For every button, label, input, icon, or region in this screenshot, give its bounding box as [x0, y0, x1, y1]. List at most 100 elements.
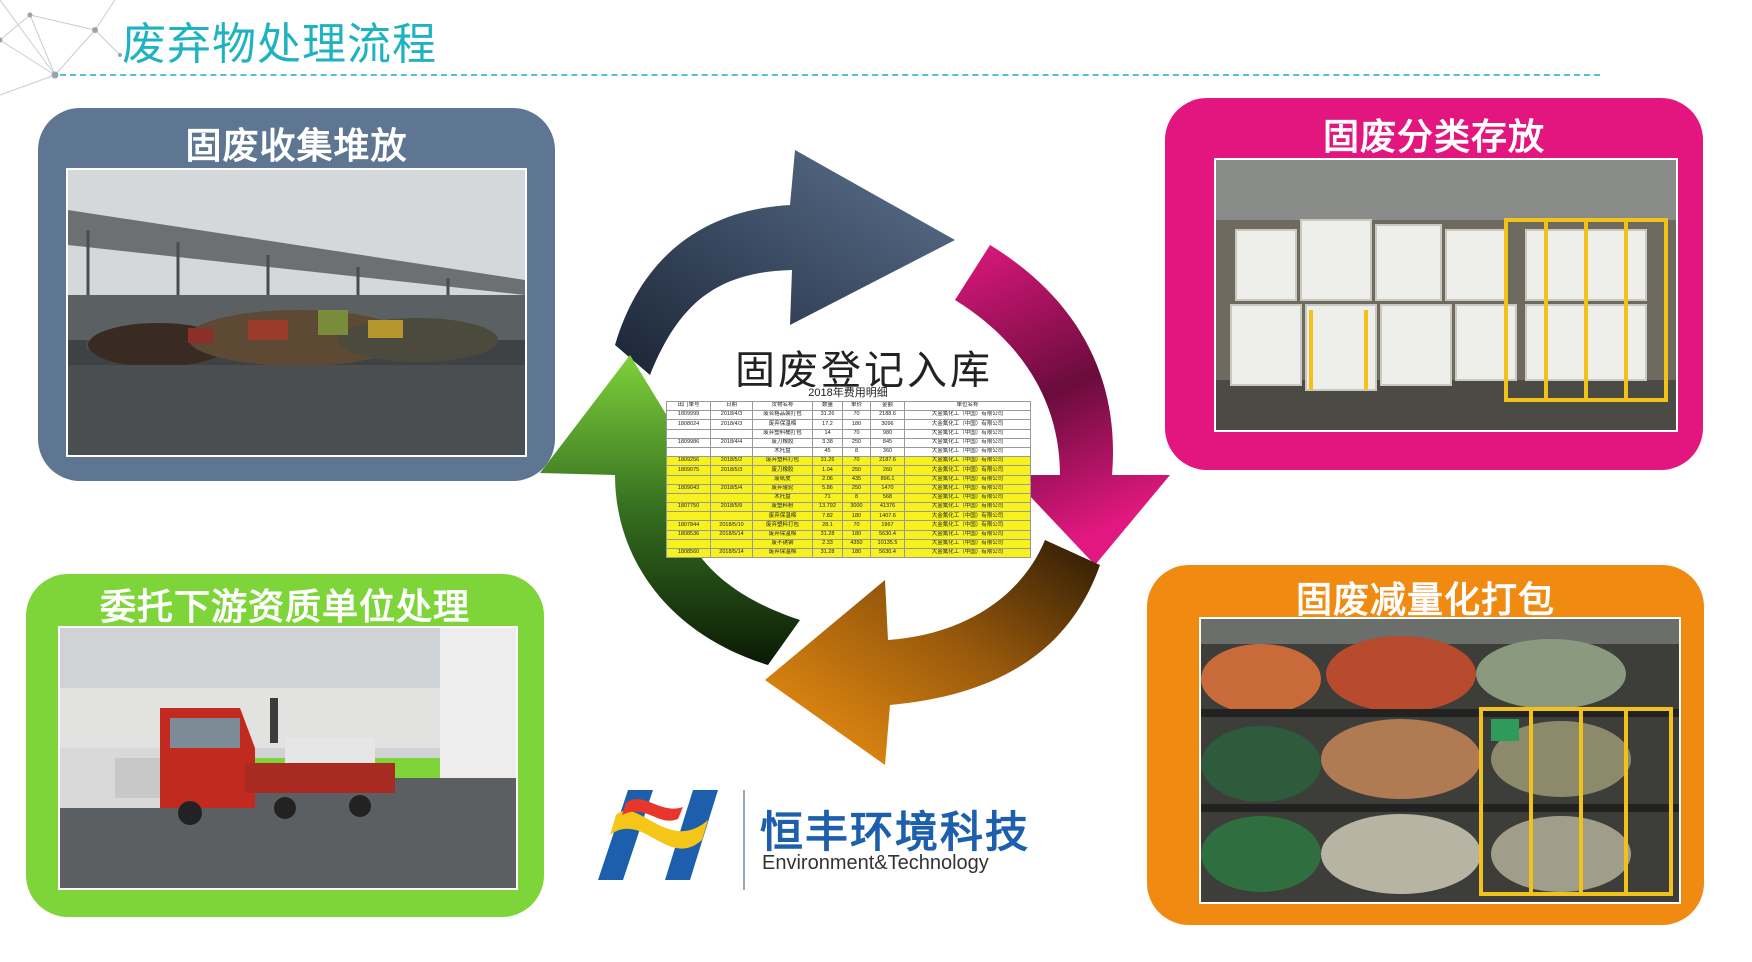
- ledger-header-row: 出门单号 日期 货物名称 数量 单价 金额 单位名称: [666, 400, 1031, 412]
- ledger-cell: 5.86: [812, 483, 843, 494]
- ledger-cell: 2018/5/9: [710, 502, 753, 513]
- ledger-cell: 3.38: [812, 437, 843, 448]
- ledger-cell: 大金氟化工（中国）有限公司: [904, 502, 1031, 513]
- ledger-cell: 废塑料粉: [752, 502, 813, 513]
- brand-name: 恒丰环境科技: [760, 808, 1030, 858]
- ledger-cell: 废弃保温棉: [752, 529, 813, 540]
- ledger-cell: 7.82: [812, 511, 843, 522]
- ledger-cell: 250: [842, 437, 871, 448]
- ledger-cell: 大金氟化工（中国）有限公司: [904, 419, 1031, 430]
- ledger-cell: 大金氟化工（中国）有限公司: [904, 437, 1031, 448]
- ledger-cell: 木托盘: [752, 446, 813, 458]
- ledger-cell: 360: [870, 446, 905, 458]
- ledger-cell: 1967: [870, 520, 905, 531]
- ledger-cell: 废合格品装打包: [752, 410, 813, 421]
- ledger-cell: [710, 428, 753, 439]
- ledger-cell: 180: [842, 547, 871, 559]
- ledger-cell: [666, 446, 711, 458]
- ledger-cell: 废不锈钢: [752, 538, 813, 550]
- ledger-cell: 废纸皮: [752, 474, 813, 485]
- ledger-cell: 大金氟化工（中国）有限公司: [904, 538, 1031, 550]
- ledger-cell: 5630.4: [870, 529, 905, 540]
- ledger-header-cell: 单位名称: [904, 400, 1031, 412]
- ledger-caption: 2018年费用明细: [808, 387, 888, 399]
- ledger-cell: 2188.6: [870, 410, 905, 421]
- ledger-cell: 2187.6: [870, 456, 905, 467]
- ledger-cell: 568: [870, 492, 905, 504]
- network-decoration: [0, 0, 122, 96]
- ledger-cell: 70: [842, 456, 871, 467]
- ledger-cell: 14: [812, 428, 843, 439]
- ledger-cell: 980: [870, 428, 905, 439]
- ledger-cell: 41376: [870, 502, 905, 513]
- ledger-cell: 1809986: [666, 437, 711, 448]
- ledger-cell: 1809075: [666, 465, 711, 476]
- ledger-cell: [666, 474, 711, 485]
- ledger-cell: 废刀橡胶: [752, 465, 813, 476]
- ledger-cell: 435: [842, 474, 871, 485]
- ledger-cell: 1470: [870, 483, 905, 494]
- ledger-cell: 180: [842, 529, 871, 540]
- panel-waste-compaction: 固废减量化打包: [1147, 565, 1704, 925]
- ledger-cell: 大金氟化工（中国）有限公司: [904, 446, 1031, 458]
- title-divider: [60, 74, 1600, 76]
- ledger-cell: 896.1: [870, 474, 905, 485]
- photo-truck-loading: [58, 626, 518, 890]
- ledger-cell: 大金氟化工（中国）有限公司: [904, 483, 1031, 494]
- ledger-cell: [666, 511, 711, 522]
- ledger-cell: 2018/5/10: [710, 520, 753, 531]
- ledger-cell: 2.06: [812, 474, 843, 485]
- ledger-cell: 1.04: [812, 465, 843, 476]
- ledger-header-cell: 单价: [842, 400, 871, 412]
- ledger-cell: 5630.4: [870, 547, 905, 559]
- ledger-cell: 废弃辊轮: [752, 483, 813, 494]
- ledger-cell: 10135.5: [870, 538, 905, 550]
- panel-title-waste-collection: 固废收集堆放: [185, 126, 408, 167]
- ledger-cell: 70: [842, 520, 871, 531]
- ledger-cell: [710, 474, 753, 485]
- ledger-cell: 2018/4/4: [710, 437, 753, 448]
- page-title: 废弃物处理流程: [122, 19, 437, 70]
- ledger-cell: 3000: [842, 502, 871, 513]
- ledger-cell: 13.792: [812, 502, 843, 513]
- ledger-cell: 8: [842, 492, 871, 504]
- ledger-cell: 250: [842, 465, 871, 476]
- ledger-cell: 3096: [870, 419, 905, 430]
- ledger-header-cell: 日期: [710, 400, 753, 412]
- brand-logo-icon: [598, 790, 718, 880]
- ledger-cell: 2018/4/3: [710, 419, 753, 430]
- ledger-header-cell: 金额: [870, 400, 905, 412]
- photo-scrap-yard: [66, 168, 527, 457]
- ledger-cell: 大金氟化工（中国）有限公司: [904, 428, 1031, 439]
- ledger-cell: [710, 492, 753, 504]
- ledger-cell: 2018/5/14: [710, 529, 753, 540]
- ledger-header-cell: 数量: [812, 400, 843, 412]
- ledger-cell: 2018/5/14: [710, 547, 753, 559]
- ledger-cell: 31.28: [812, 547, 843, 559]
- ledger-cell: 2018/4/3: [710, 410, 753, 421]
- ledger-cell: 大金氟化工（中国）有限公司: [904, 511, 1031, 522]
- ledger-cell: 1808560: [666, 547, 711, 559]
- ledger-cell: 废弃保温棉: [752, 547, 813, 559]
- cycle-center-label: 固废登记入库: [735, 348, 993, 394]
- panel-waste-collection: 固废收集堆放: [38, 108, 555, 481]
- ledger-cell: [710, 446, 753, 458]
- ledger-cell: 1807844: [666, 520, 711, 531]
- ledger-header-cell: 出门单号: [666, 400, 711, 412]
- ledger-cell: 1809256: [666, 456, 711, 467]
- ledger-cell: 1407.6: [870, 511, 905, 522]
- ledger-cell: 8: [842, 446, 871, 458]
- ledger-cell: 大金氟化工（中国）有限公司: [904, 529, 1031, 540]
- ledger-cell: 废弃保温棉: [752, 511, 813, 522]
- ledger-cell: 71: [812, 492, 843, 504]
- ledger-table-image: 2018年费用明细 出门单号 日期 货物名称 数量 单价 金额 单位名称 180…: [666, 387, 1031, 559]
- ledger-cell: [666, 492, 711, 504]
- ledger-cell: 31.28: [812, 529, 843, 540]
